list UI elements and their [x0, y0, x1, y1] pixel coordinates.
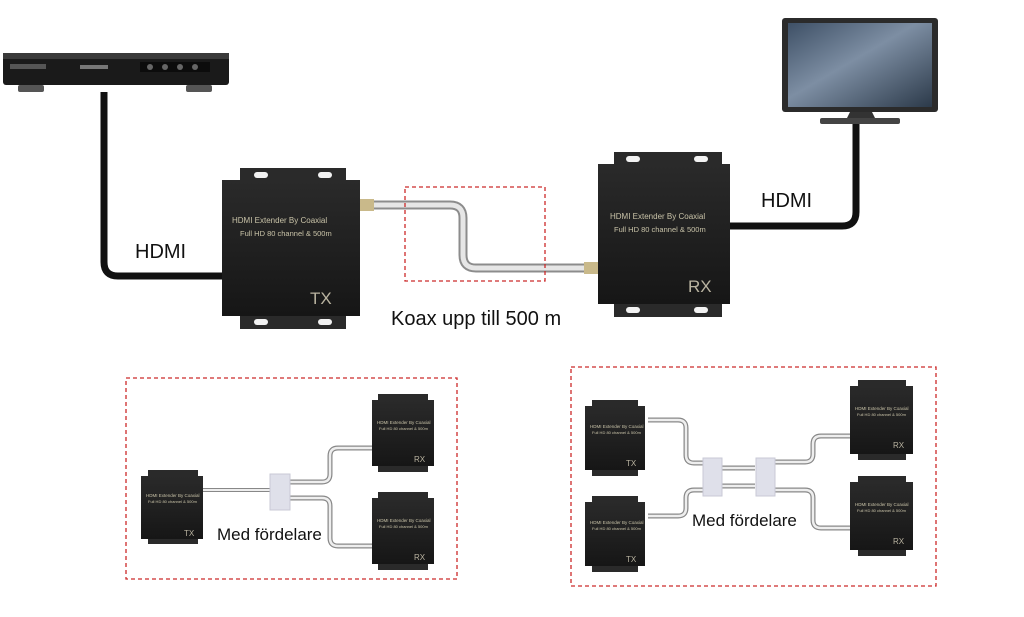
tx-bottom-line2: Full HD 80 channel & 500m: [592, 526, 642, 531]
rx-small-device-bottom: HDMI Extender By Coaxial Full HD 80 chan…: [850, 476, 913, 556]
rx2-small-label: RX: [414, 553, 426, 562]
rx1-small-line2: Full HD 80 channel & 500m: [379, 426, 429, 431]
tx-small-line1: HDMI Extender By Coaxial: [146, 493, 200, 498]
tx-bottom-label: TX: [626, 555, 637, 564]
rx-extender-device: HDMI Extender By Coaxial Full HD 80 chan…: [598, 152, 730, 317]
splitter-example-right-box: [570, 366, 937, 587]
rx-bottom-line1: HDMI Extender By Coaxial: [855, 502, 909, 507]
splitter-icon: [702, 457, 723, 497]
tv-icon: [782, 18, 938, 124]
rx-device-label: RX: [688, 277, 712, 296]
rx-small-device-2: HDMI Extender By Coaxial Full HD 80 chan…: [372, 492, 434, 570]
splitter-label-left: Med fördelare: [217, 525, 322, 544]
rx-small-device-1: HDMI Extender By Coaxial Full HD 80 chan…: [372, 394, 434, 472]
rx-top-line2: Full HD 80 channel & 500m: [857, 412, 907, 417]
tx-small-label: TX: [184, 529, 195, 538]
rx-device-line2: Full HD 80 channel & 500m: [614, 225, 706, 234]
hdmi-label-left: HDMI: [135, 241, 186, 263]
tx-small-device-bottom: HDMI Extender By Coaxial Full HD 80 chan…: [585, 496, 645, 572]
splitter-label-right: Med fördelare: [692, 511, 797, 530]
rx-top-label: RX: [893, 441, 905, 450]
rx-small-device-top: HDMI Extender By Coaxial Full HD 80 chan…: [850, 380, 913, 460]
rx2-small-line2: Full HD 80 channel & 500m: [379, 524, 429, 529]
rx-top-line1: HDMI Extender By Coaxial: [855, 406, 909, 411]
coax-highlight-box: [404, 186, 546, 282]
hdmi-cable-source: [100, 92, 222, 280]
tx-extender-device: HDMI Extender By Coaxial Full HD 80 chan…: [222, 168, 360, 329]
tx-small-device-top: HDMI Extender By Coaxial Full HD 80 chan…: [585, 400, 645, 476]
coax-cable: [372, 200, 588, 273]
bluray-player-icon: [3, 53, 229, 92]
tx-top-line1: HDMI Extender By Coaxial: [590, 424, 644, 429]
coax-label: Koax upp till 500 m: [391, 308, 561, 330]
rx1-small-line1: HDMI Extender By Coaxial: [377, 420, 431, 425]
rx1-small-label: RX: [414, 455, 426, 464]
splitter-icon: [269, 473, 291, 511]
tx-device-line2: Full HD 80 channel & 500m: [240, 229, 332, 238]
rx2-small-line1: HDMI Extender By Coaxial: [377, 518, 431, 523]
tx-top-line2: Full HD 80 channel & 500m: [592, 430, 642, 435]
tx-small-line2: Full HD 80 channel & 500m: [148, 499, 198, 504]
rx-bottom-line2: Full HD 80 channel & 500m: [857, 508, 907, 513]
rx-device-line1: HDMI Extender By Coaxial: [610, 212, 705, 221]
splitter-icon: [755, 457, 776, 497]
tx-device-label: TX: [310, 289, 332, 308]
tx-small-device: HDMI Extender By Coaxial Full HD 80 chan…: [141, 470, 203, 544]
tx-bottom-line1: HDMI Extender By Coaxial: [590, 520, 644, 525]
tx-device-line1: HDMI Extender By Coaxial: [232, 216, 327, 225]
tx-top-label: TX: [626, 459, 637, 468]
hdmi-cable-display: [730, 124, 860, 230]
rx-bottom-label: RX: [893, 537, 905, 546]
hdmi-label-right: HDMI: [761, 190, 812, 212]
